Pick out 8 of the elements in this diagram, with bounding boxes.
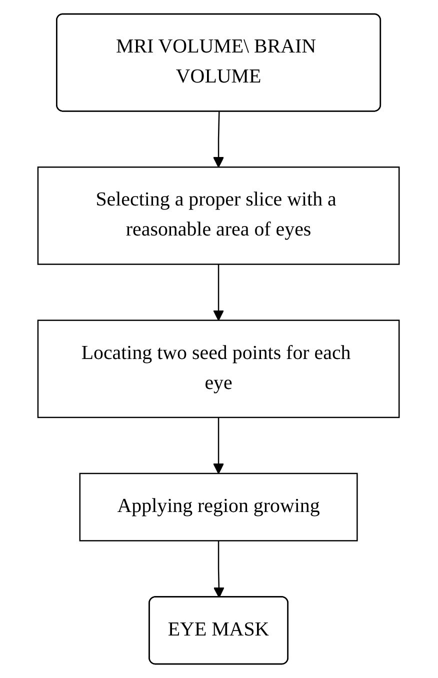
node-box — [80, 472, 358, 542]
arrow — [214, 540, 225, 598]
arrow — [214, 417, 224, 474]
arrow — [214, 112, 224, 168]
node-box — [38, 166, 400, 265]
arrow — [214, 264, 224, 321]
node-box — [38, 320, 400, 418]
flowchart: MRI VOLUME\ BRAIN VOLUME Selecting a proper slice with a reasonable area of eyes Locating two seed points for each eye Applying region growing EYE MASK — [28, 4, 410, 674]
